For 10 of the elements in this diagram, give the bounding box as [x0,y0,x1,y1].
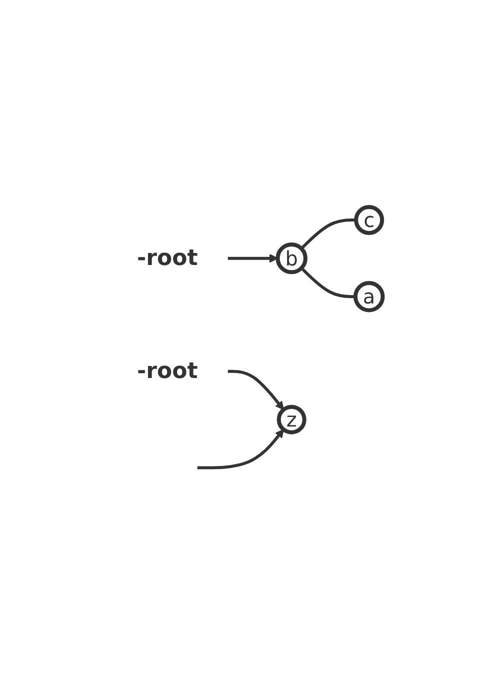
node-circle: c [354,205,384,236]
node-text: -root [137,246,198,271]
connector [300,267,356,298]
arrow [228,370,284,410]
node-circle: z [276,404,306,434]
node-circle: a [354,281,385,312]
node-text: -root [137,358,198,384]
connector [300,218,356,250]
node-circle: b [276,242,308,274]
arrow [198,429,284,470]
